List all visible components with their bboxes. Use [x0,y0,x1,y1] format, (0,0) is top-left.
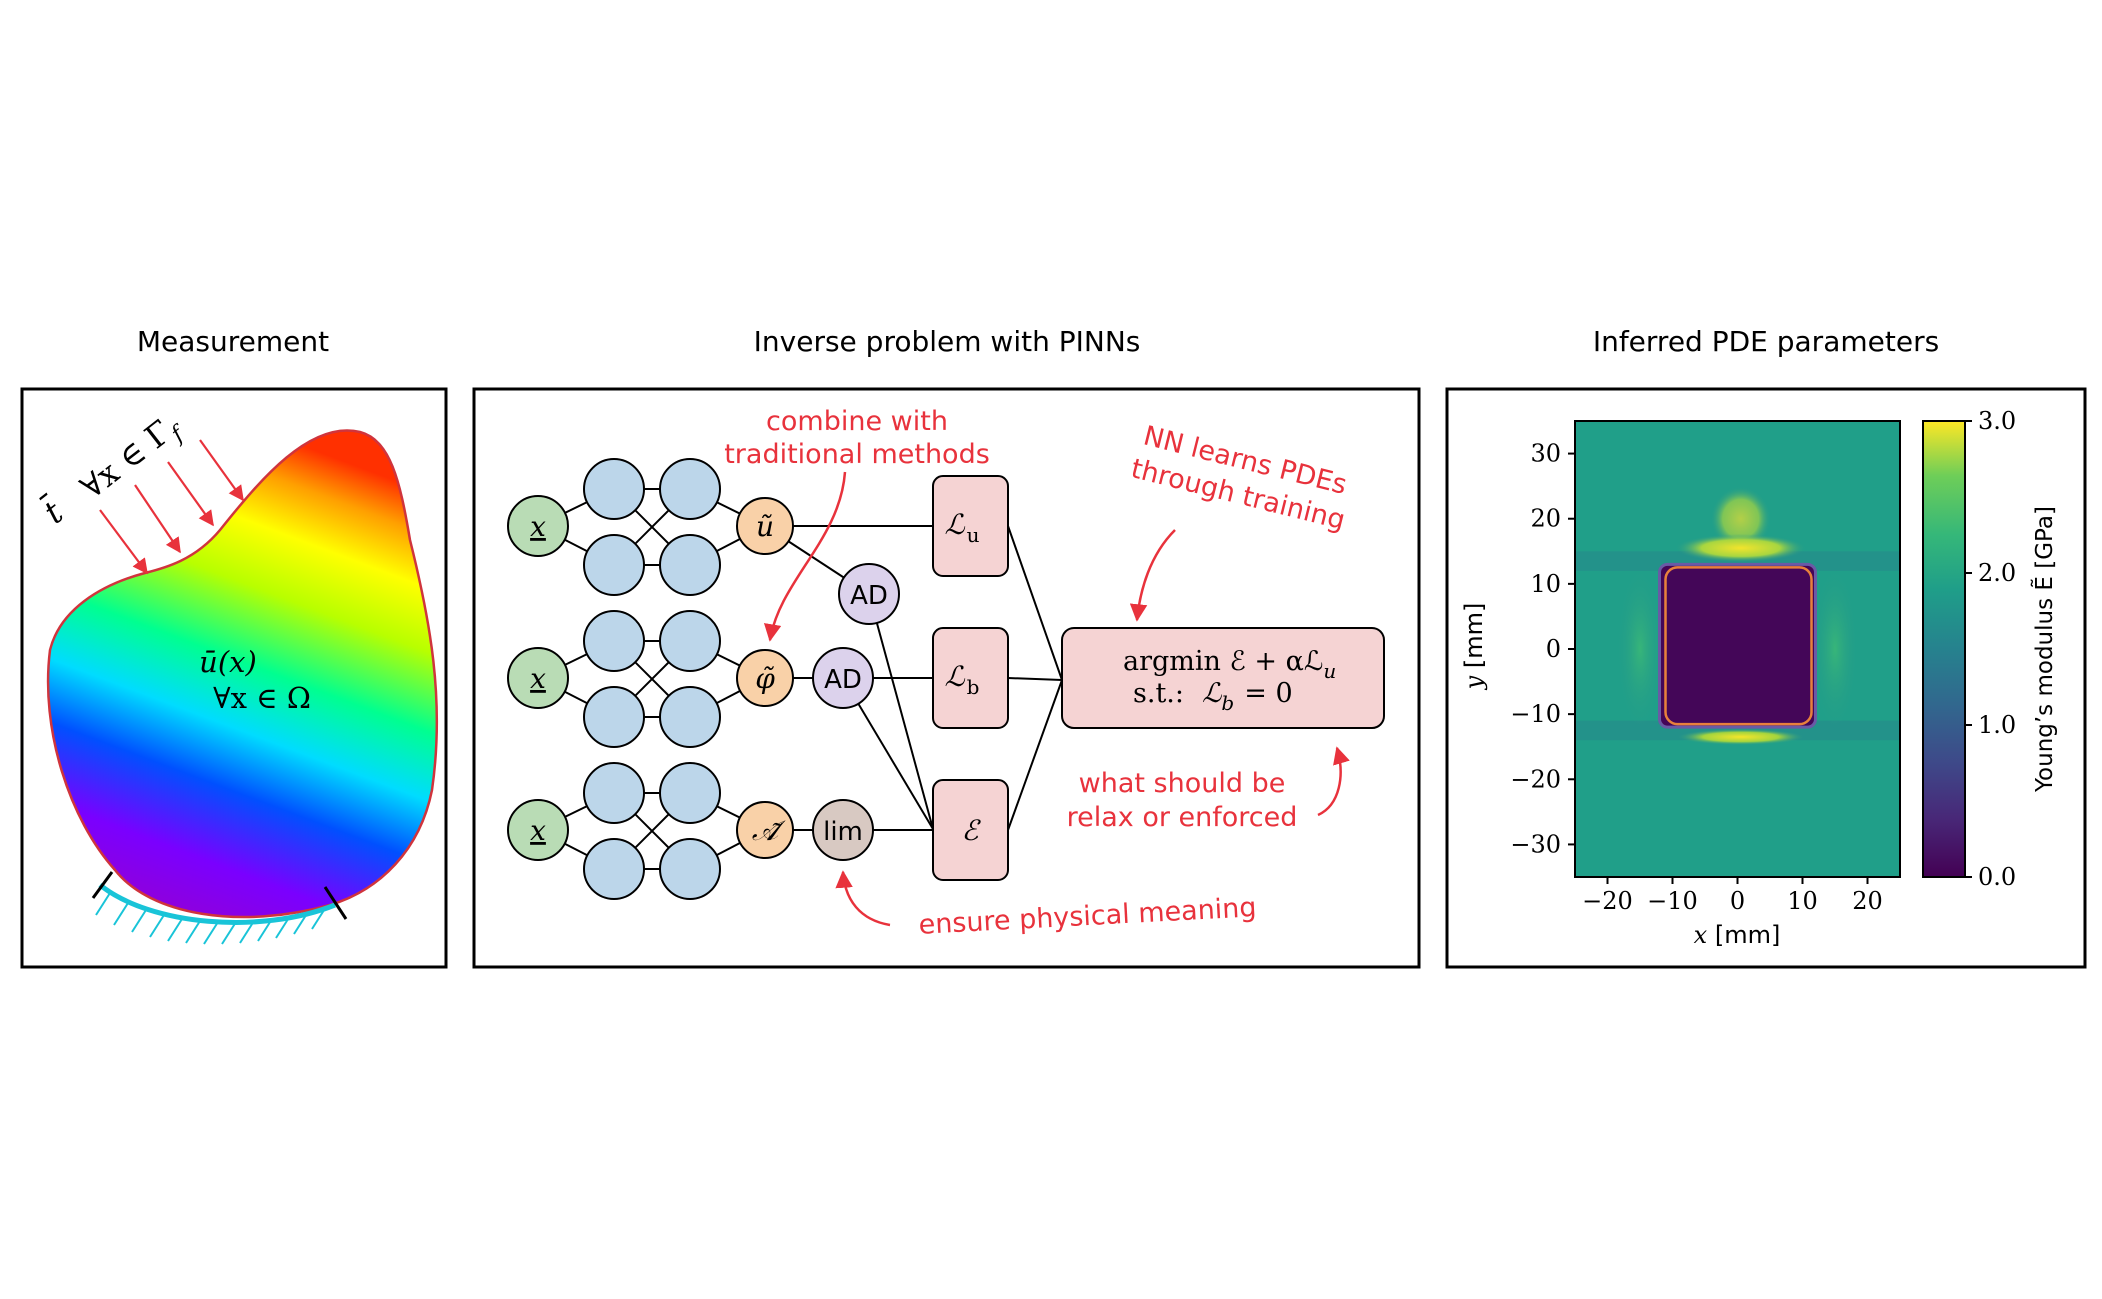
inferred-title: Inferred PDE parameters [1593,325,1939,358]
objective-box [1061,627,1385,729]
x-tick-label: 10 [1787,887,1818,915]
x-tick-label: 20 [1852,887,1883,915]
pinn-title: Inverse problem with PINNs [754,325,1141,358]
x-tick-label: 0 [1730,887,1745,915]
output-u: ũ [756,510,774,543]
colorbar-tick-label: 0.0 [1978,863,2016,891]
hidden-node [659,610,721,672]
hidden-node [583,610,645,672]
boundary-hatching [95,892,327,945]
colorbar-ticks: 0.0 1.0 2.0 3.0 [1965,407,2016,891]
boundary-marker-left [91,871,114,899]
x-tick-label: −20 [1582,887,1633,915]
heatmap-side-left [1618,569,1662,729]
boundary-marker-right [323,886,348,920]
displacement-domain: ∀x ∈ Ω [213,681,311,715]
hidden-node [583,458,645,520]
input-x-1: x [530,510,546,543]
colorbar-tick-label: 3.0 [1978,407,2016,435]
hidden-node [583,686,645,748]
arrow-combine [763,471,847,642]
hidden-node [659,762,721,824]
arrow-physical [835,870,891,927]
objective-line2: s.t.:ℒb= 0 [1133,678,1293,715]
heatmap-top-band [1675,534,1806,563]
y-axis-label: y [mm] [1460,603,1488,691]
colorbar-label: Young’s modulus Ẽ [GPa] [2030,506,2058,793]
x-tick-label: −10 [1647,887,1698,915]
hidden-node [659,686,721,748]
hidden-node [583,838,645,900]
heatmap-inclusion [1658,562,1817,729]
heatmap-side-right [1813,569,1857,729]
input-x-3: x [530,814,546,847]
hidden-layers [583,458,721,900]
traction-arrows [99,439,244,575]
annotation-combine-2: traditional methods [724,439,990,470]
colorbar-tick-label: 2.0 [1978,559,2016,587]
ad-node-2: AD [824,665,862,695]
inclusion-contour [1664,566,1813,726]
y-tick-label: 20 [1530,505,1561,533]
hidden-node [659,534,721,596]
output-nodes: ũ φ̃ 𝒜̃ [736,497,794,859]
hidden-node [583,534,645,596]
objective-line1: argmin ℰ + αℒu [1123,646,1336,683]
x-axis-label: x [mm] [1694,921,1781,949]
heatmap [1574,420,1901,878]
y-tick-label: 0 [1546,635,1561,663]
annotation-relax-1: what should be [1079,768,1286,799]
heatmap-axes: −20 −10 0 10 20 −30 −20 −10 0 10 20 30 [1510,440,1882,915]
colorbar-tick-label: 1.0 [1978,711,2016,739]
operator-nodes: AD AD lim [812,563,900,861]
arrow-learns [1129,529,1176,622]
arrow-relax [1317,746,1350,817]
heatmap-bottom-band [1677,728,1804,745]
colorbar [1922,420,1966,878]
y-tick-label: −30 [1510,830,1561,858]
input-nodes: x x x [507,495,569,861]
output-phi: φ̃ [755,662,775,695]
y-tick-label: 30 [1530,440,1561,468]
annotation-combine-1: combine with [766,406,948,437]
y-tick-label: −20 [1510,765,1561,793]
lim-node: lim [823,817,863,847]
body-domain [46,429,439,919]
hidden-node [583,762,645,824]
measurement-title: Measurement [137,325,329,358]
y-tick-label: 10 [1530,570,1561,598]
annotation-relax-2: relax or enforced [1067,802,1298,833]
input-x-2: x [530,662,546,695]
displacement-label: ū(x) [199,645,257,679]
ad-node-1: AD [850,581,888,611]
hidden-node [659,458,721,520]
hidden-node [659,838,721,900]
energy-E: ℰ [962,814,982,847]
y-tick-label: −10 [1510,700,1561,728]
